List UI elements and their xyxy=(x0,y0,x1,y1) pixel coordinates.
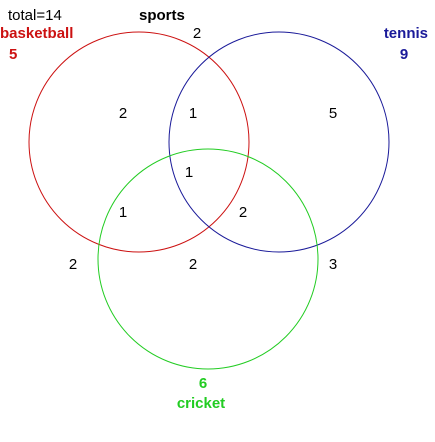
region-outside-right: 3 xyxy=(329,256,337,273)
basketball-total: 5 xyxy=(9,46,17,63)
universe-label: sports xyxy=(139,7,185,24)
outside-count-top: 2 xyxy=(193,25,201,42)
region-all-three: 1 xyxy=(185,164,193,181)
region-cricket-only: 2 xyxy=(189,256,197,273)
cricket-total: 6 xyxy=(199,375,207,392)
region-basketball-cricket: 1 xyxy=(119,204,127,221)
basketball-circle xyxy=(28,31,250,253)
region-basketball-only: 2 xyxy=(119,105,127,122)
tennis-label: tennis xyxy=(384,25,428,42)
cricket-circle xyxy=(97,148,319,370)
region-tennis-only: 5 xyxy=(329,105,337,122)
region-tennis-cricket: 2 xyxy=(239,204,247,221)
cricket-label: cricket xyxy=(177,395,225,412)
region-outside-left: 2 xyxy=(69,256,77,273)
tennis-total: 9 xyxy=(400,46,408,63)
region-basketball-tennis: 1 xyxy=(189,105,197,122)
tennis-circle xyxy=(168,31,390,253)
total-label: total=14 xyxy=(8,7,62,24)
basketball-label: basketball xyxy=(0,25,73,42)
